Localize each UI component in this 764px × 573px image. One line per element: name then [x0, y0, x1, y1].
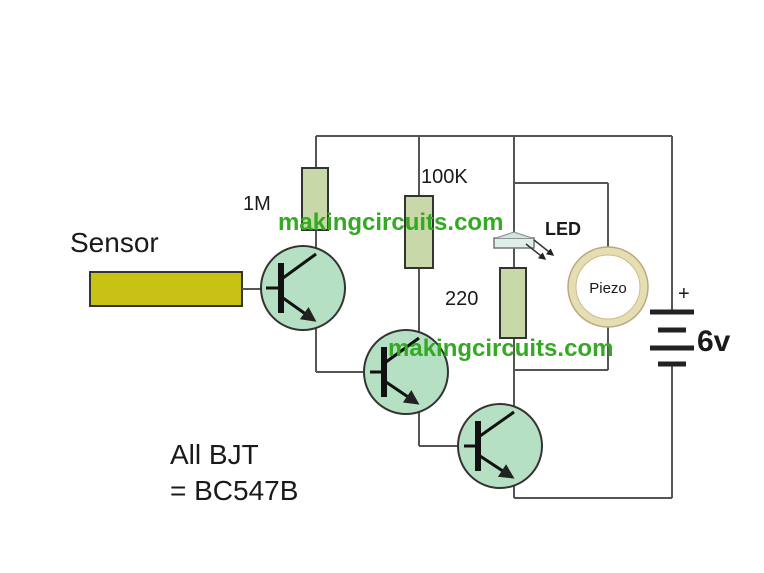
note-line-1: All BJT	[170, 439, 259, 470]
transistor-2-collector	[385, 336, 420, 364]
watermark-1: makingcircuits.com	[278, 209, 503, 236]
piezo-buzzer	[567, 246, 649, 328]
battery-voltage-label: 6v	[697, 325, 731, 358]
transistor-2	[363, 329, 449, 415]
watermark-2: makingcircuits.com	[388, 335, 613, 362]
transistor-1	[260, 245, 346, 331]
led-light-arrow-1	[525, 243, 547, 260]
resistor-1m	[301, 167, 329, 231]
led-light-arrow-2	[533, 239, 555, 256]
resistor-100k	[404, 195, 434, 269]
led-dome	[495, 231, 533, 239]
transistor-3-emitter	[479, 454, 515, 479]
piezo-disc	[575, 254, 641, 320]
sensor-plate	[89, 271, 243, 307]
led	[493, 231, 555, 260]
transistor-1-emitter	[282, 296, 317, 322]
transistor-3	[457, 403, 543, 489]
piezo-label: Piezo	[589, 280, 627, 297]
sensor-label: Sensor	[70, 227, 159, 258]
resistor-220	[499, 267, 527, 339]
resistor-1m-label: 1M	[243, 193, 271, 215]
note-line-2: = BC547B	[170, 475, 298, 506]
transistor-3-collector	[479, 410, 515, 438]
battery-plus-label: +	[678, 283, 690, 305]
transistor-2-emitter	[385, 380, 420, 405]
transistor-1-collector	[282, 252, 317, 280]
resistor-220-label: 220	[445, 288, 478, 310]
resistor-100k-label: 100K	[421, 166, 468, 188]
led-label: LED	[545, 219, 581, 239]
battery	[650, 309, 694, 367]
